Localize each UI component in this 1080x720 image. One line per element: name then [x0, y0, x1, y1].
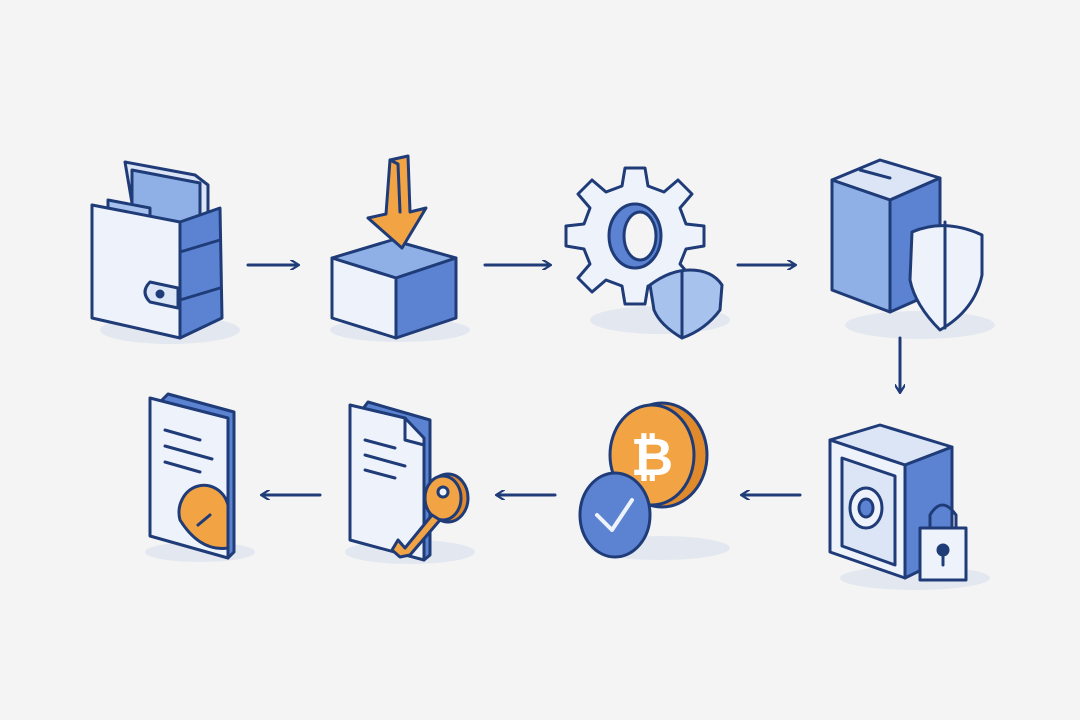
wallet-icon — [90, 160, 240, 344]
safe-lock-icon — [828, 423, 990, 590]
bitcoin-symbol: ₿ — [631, 428, 673, 488]
server-shield-icon — [830, 158, 995, 339]
bitcoin-check-icon: ₿ — [578, 401, 730, 560]
download-box-icon — [330, 154, 470, 342]
document-clock-icon — [145, 392, 255, 562]
document-key-icon — [345, 400, 475, 564]
gear-shield-icon — [564, 166, 730, 340]
